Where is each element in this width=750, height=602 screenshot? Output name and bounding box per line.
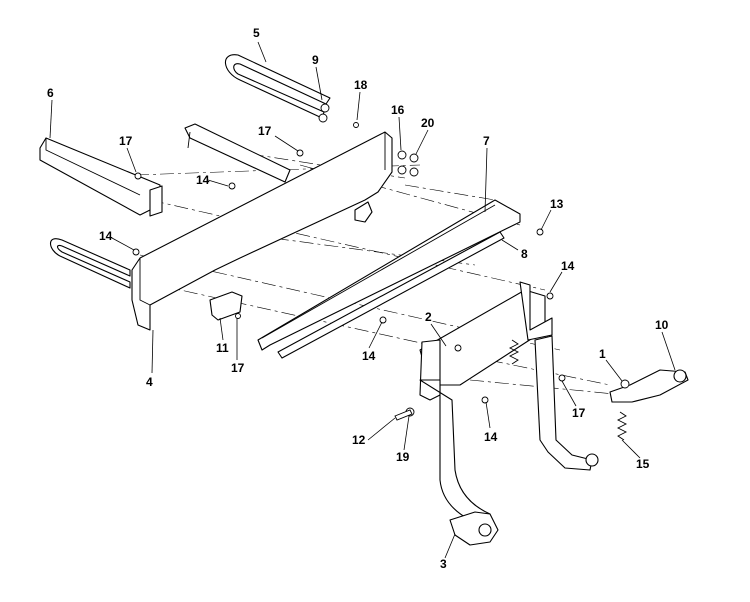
callout-7: 7: [483, 134, 490, 148]
callout-10: 10: [655, 318, 669, 332]
callout-9: 9: [312, 53, 319, 67]
callout-19: 19: [396, 450, 410, 464]
callout-14-upper: 14: [196, 173, 210, 187]
callout-14-lower: 14: [484, 430, 498, 444]
callout-14-mid: 14: [362, 349, 376, 363]
callout-17-top: 17: [258, 124, 272, 138]
u-bolt-lower: [49, 238, 131, 289]
callout-3: 3: [440, 557, 447, 571]
callout-4: 4: [146, 375, 153, 389]
callout-13: 13: [550, 197, 564, 211]
callout-11: 11: [216, 341, 229, 355]
callout-18: 18: [354, 78, 368, 92]
callout-labels: 5 9 18 6 16 20 17 17 7 14 13 14 8 14 2 1…: [47, 26, 669, 571]
callout-16: 16: [391, 103, 405, 117]
main-frame-plate: [131, 131, 393, 331]
tine-support-frame: [419, 281, 599, 546]
hardware: [132, 103, 630, 421]
callout-2: 2: [425, 310, 432, 324]
leader-lines: [49, 41, 676, 559]
flat-bar: [277, 231, 505, 359]
callout-8: 8: [521, 247, 528, 261]
callout-17-bottom: 17: [231, 361, 245, 375]
callout-15: 15: [636, 457, 650, 471]
callout-14-left: 14: [99, 229, 113, 243]
callout-12: 12: [352, 433, 366, 447]
callout-14-right: 14: [561, 259, 575, 273]
angle-bar: [257, 199, 521, 351]
callout-17-left: 17: [119, 134, 133, 148]
callout-1: 1: [599, 347, 606, 361]
spring-small: [508, 339, 520, 365]
spring: [616, 411, 628, 441]
callout-6: 6: [47, 86, 54, 100]
callout-20: 20: [421, 116, 435, 130]
clevis-assembly: [609, 369, 689, 403]
callout-5: 5: [253, 26, 260, 40]
left-mount-arm: [39, 123, 291, 217]
small-bracket: [209, 291, 243, 321]
callout-17-right: 17: [572, 406, 586, 420]
